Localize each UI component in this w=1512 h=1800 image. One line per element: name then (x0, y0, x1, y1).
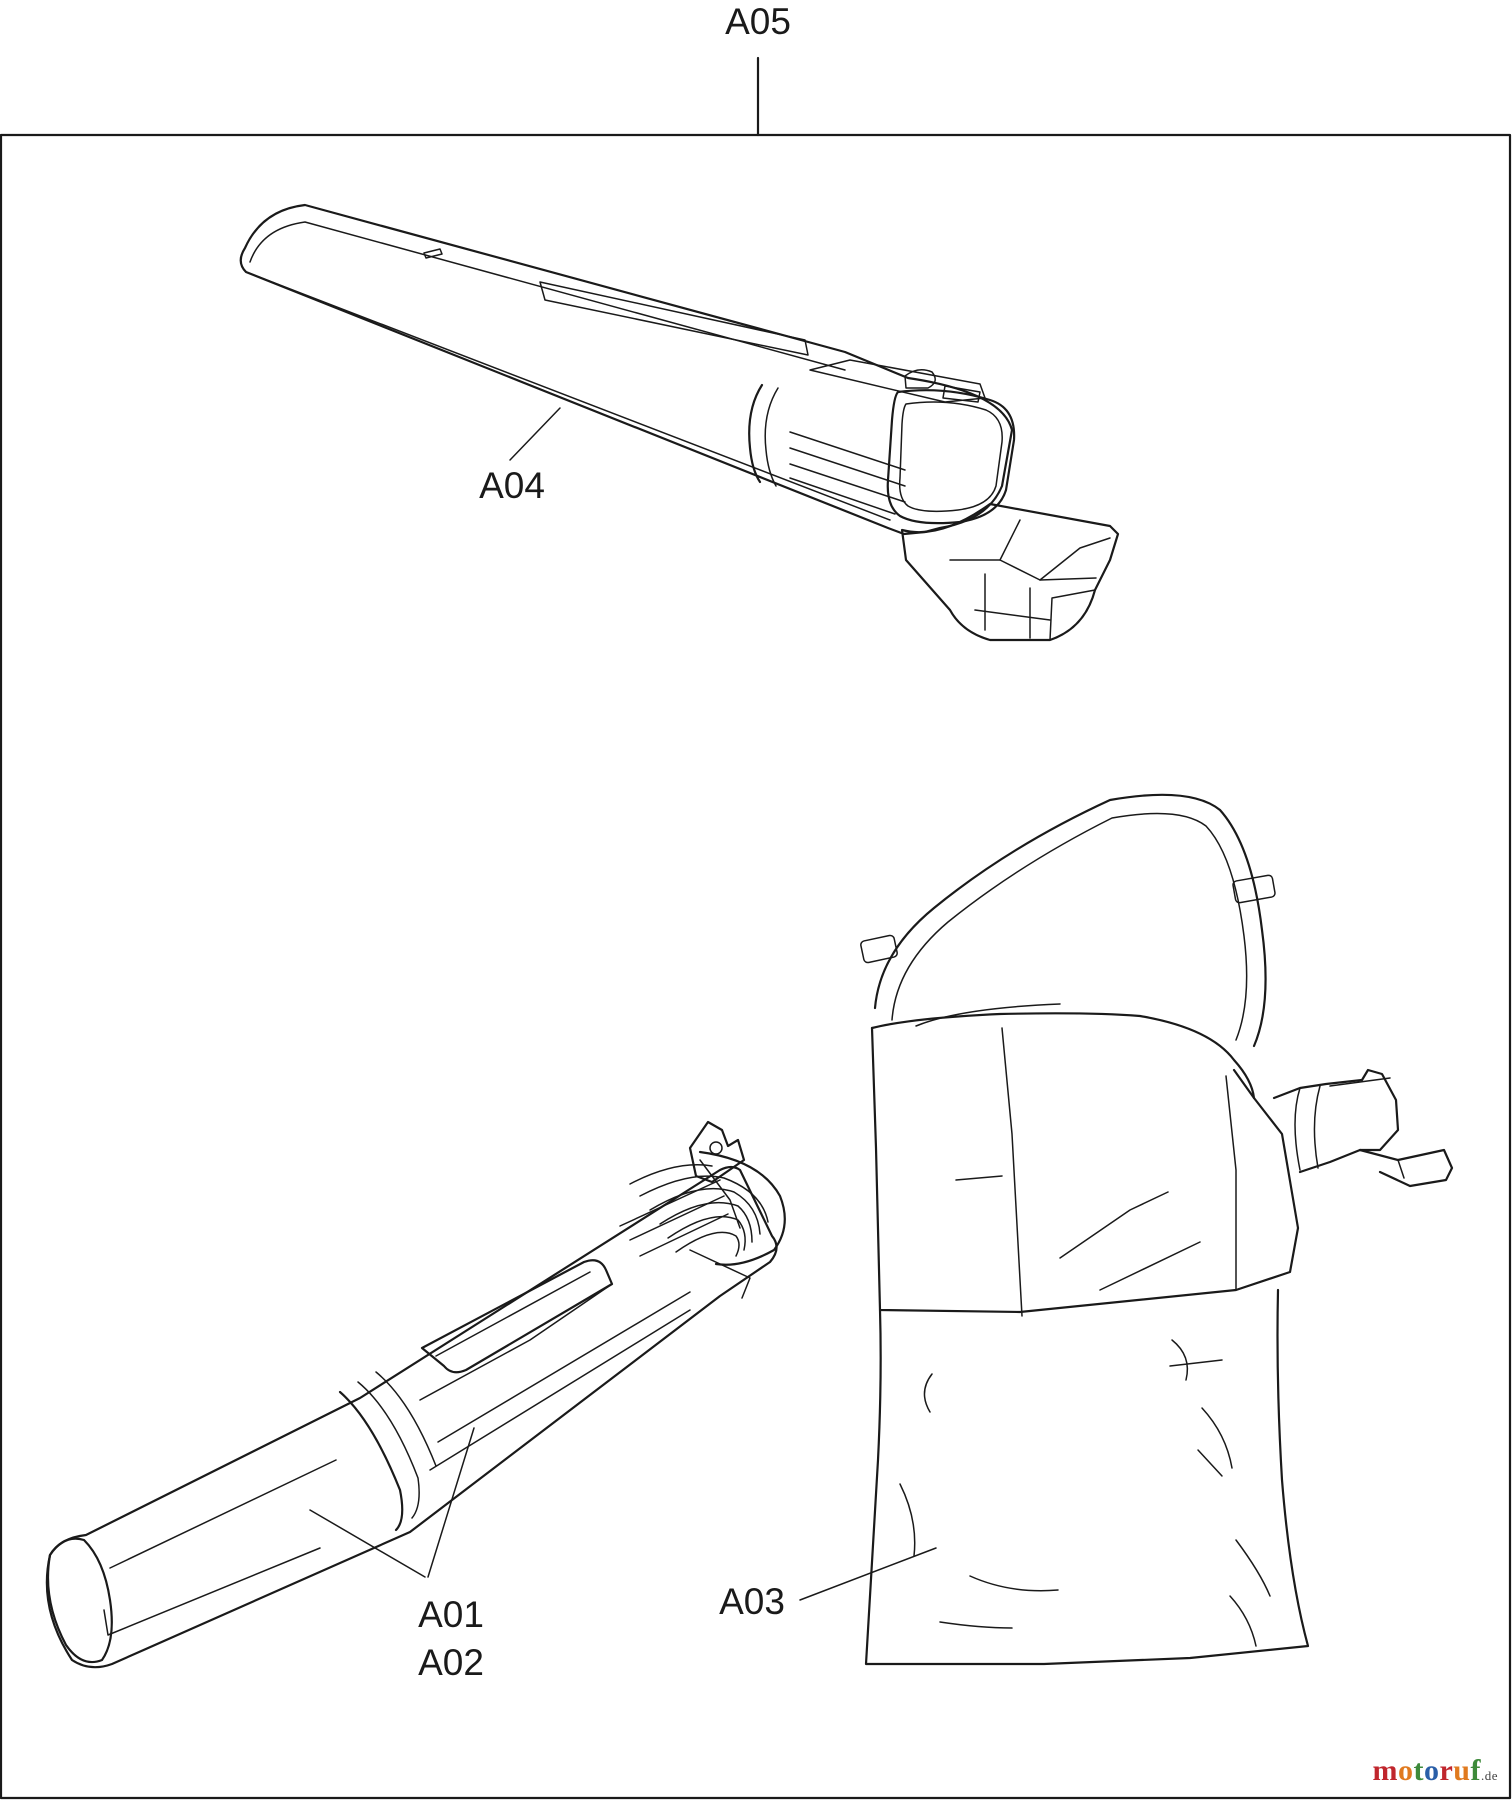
motoruf-watermark: motoruf.de (1372, 1754, 1498, 1787)
leader-a04 (509, 407, 561, 461)
label-a05[interactable]: A05 (725, 1, 791, 42)
assembly-frame (0, 56, 1512, 1800)
leader-a01-right (427, 1427, 475, 1578)
label-a02[interactable]: A02 (418, 1642, 484, 1683)
tube-drawing (45, 1120, 786, 1669)
leader-a03 (799, 1547, 937, 1601)
bag-drawing (860, 793, 1454, 1666)
nozzle-drawing (239, 203, 1120, 642)
label-a03[interactable]: A03 (719, 1581, 785, 1622)
leader-a01-left (309, 1509, 426, 1578)
label-a01[interactable]: A01 (418, 1594, 484, 1635)
label-a04[interactable]: A04 (479, 465, 545, 506)
